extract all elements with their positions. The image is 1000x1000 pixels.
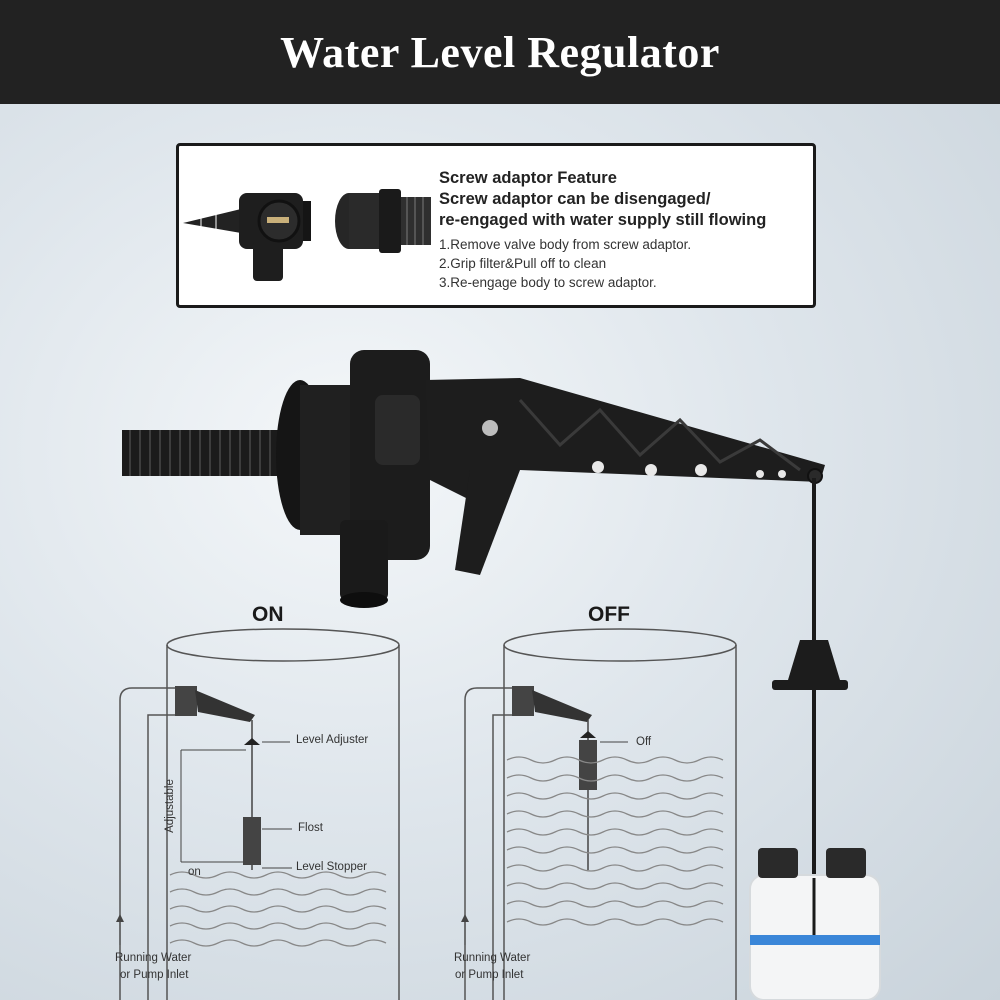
title-banner: Water Level Regulator <box>0 0 1000 104</box>
lever-arm <box>425 378 825 575</box>
on-heading: ON <box>252 603 284 626</box>
on-inlet-label-2: or Pump Inlet <box>120 969 189 981</box>
level-stopper-label: Level Stopper <box>296 861 367 873</box>
level-adjuster-label: Level Adjuster <box>296 734 369 746</box>
feature-step-3: 3.Re-engage body to screw adaptor. <box>439 275 657 290</box>
off-heading: OFF <box>588 603 630 626</box>
float-label: Flost <box>298 822 323 834</box>
screw-adaptor-feature-box: Screw adaptor Feature Screw adaptor can … <box>176 143 816 308</box>
page-title: Water Level Regulator <box>280 27 720 77</box>
on-label: on <box>188 866 201 878</box>
off-inlet-label-1: Running Water <box>454 952 531 964</box>
feature-heading: Screw adaptor Feature <box>439 169 617 187</box>
threaded-hose <box>122 430 297 476</box>
feature-line-1: Screw adaptor can be disengaged/ <box>439 190 711 208</box>
feature-line-2: re-engaged with water supply still flowi… <box>439 211 767 229</box>
feature-text: Screw adaptor Feature Screw adaptor can … <box>439 168 766 292</box>
valve-body <box>276 350 430 608</box>
off-label: Off <box>636 736 652 748</box>
off-inlet-label-2: or Pump Inlet <box>455 969 524 981</box>
on-inlet-label-1: Running Water <box>115 952 192 964</box>
feature-step-2: 2.Grip filter&Pull off to clean <box>439 256 607 271</box>
float-bottle <box>749 848 881 1000</box>
screw-fitting-image <box>335 189 431 253</box>
feature-step-1: 1.Remove valve body from screw adaptor. <box>439 237 692 252</box>
adjustable-label: Adjustable <box>163 779 176 833</box>
screw-adaptor-image <box>183 193 311 281</box>
float-rod-assembly <box>772 478 848 880</box>
